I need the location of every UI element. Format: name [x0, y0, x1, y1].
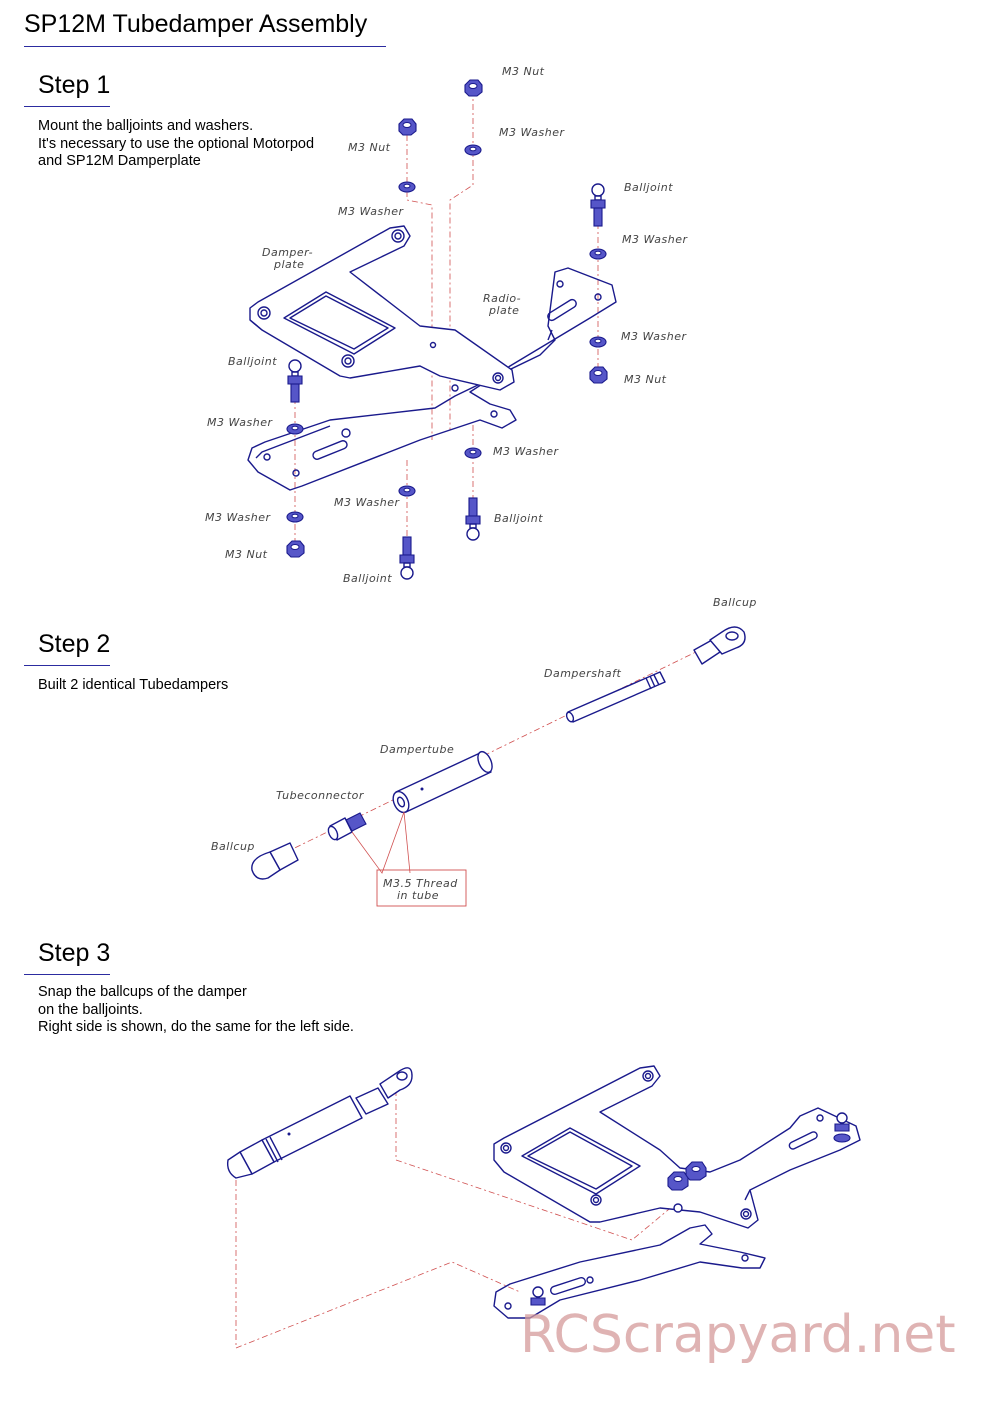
label-m3-washer-mid: M3 Washer	[334, 496, 400, 509]
step3-balljoint-right	[833, 1112, 851, 1143]
label-m3-washer-l1: M3 Washer	[207, 416, 273, 429]
label-balljoint-left: Balljoint	[228, 355, 277, 368]
label-dampertube: Dampertube	[380, 743, 454, 756]
label-m3-nut-top: M3 Nut	[502, 65, 545, 78]
label-m3-washer-l2: M3 Washer	[205, 511, 271, 524]
label-m3-nut-right: M3 Nut	[624, 373, 667, 386]
damper-plate[interactable]	[249, 225, 515, 391]
label-balljoint-right: Balljoint	[624, 181, 673, 194]
step1-diagram: M3 Nut M3 Washer M3 Nut M3 Washer Balljo…	[205, 65, 688, 585]
step3-diagram	[226, 1065, 861, 1349]
thread-callout-box	[376, 869, 467, 907]
label-m3-washer-top: M3 Washer	[499, 126, 565, 139]
label-radioplate-b: plate	[488, 304, 519, 317]
ballcup-top[interactable]	[693, 626, 746, 665]
step2-diagram: M3.5 Thread in tube Ballcup Dampershaft …	[211, 596, 757, 907]
label-m3-washer-left: M3 Washer	[338, 205, 404, 218]
m3-washer-c	[464, 447, 482, 459]
m3-washer-top	[464, 144, 482, 156]
m3-washer-l1	[286, 423, 304, 435]
balljoint-bottom	[399, 536, 415, 580]
m3-washer-l2	[286, 511, 304, 523]
dampertube[interactable]	[390, 750, 495, 815]
label-ballcup-bottom: Ballcup	[211, 840, 255, 853]
balljoint-left	[287, 359, 303, 403]
label-tubeconnector: Tubeconnector	[276, 789, 365, 802]
label-m3-nut-bottom: M3 Nut	[225, 548, 268, 561]
m3-washer-right1	[589, 248, 607, 260]
label-thread-a: M3.5 Thread	[383, 877, 458, 890]
balljoint-right	[590, 183, 606, 227]
label-m3-washer-c: M3 Washer	[493, 445, 559, 458]
step2-heading: Step 2	[38, 630, 111, 658]
label-balljoint-bottom: Balljoint	[343, 572, 392, 585]
m3-washer-left	[398, 181, 416, 193]
step2-underline	[24, 665, 110, 666]
step3-balljoint-lower	[530, 1286, 546, 1306]
step2-instructions: Built 2 identical Tubedampers	[38, 677, 229, 693]
step3-underline	[24, 974, 110, 975]
step3-radio-plate	[493, 1224, 766, 1319]
watermark: RCScrapyard.net	[520, 1305, 956, 1365]
label-m3-washer-right1: M3 Washer	[622, 233, 688, 246]
step1-instructions: Mount the balljoints and washers. It's n…	[38, 118, 315, 169]
step3-instructions: Snap the ballcups of the damper on the b…	[38, 984, 354, 1035]
step1-heading: Step 1	[38, 71, 111, 99]
m3-washer-right2	[589, 336, 607, 348]
ballcup-bottom[interactable]	[251, 842, 299, 880]
assembled-damper[interactable]	[226, 1067, 413, 1179]
balljoint-mid	[465, 497, 481, 541]
m3-nut-left	[398, 118, 417, 136]
dampershaft[interactable]	[565, 671, 666, 723]
tubeconnector[interactable]	[326, 812, 367, 841]
m3-nut-top	[464, 79, 483, 97]
step1-underline	[24, 106, 110, 107]
m3-washer-mid	[398, 485, 416, 497]
label-m3-washer-right2: M3 Washer	[621, 330, 687, 343]
step3-nut-stack	[667, 1161, 707, 1213]
label-balljoint-mid: Balljoint	[494, 512, 543, 525]
title-underline	[24, 46, 386, 47]
label-m3-nut-left: M3 Nut	[348, 141, 391, 154]
radio-plate	[247, 267, 617, 491]
label-ballcup-top: Ballcup	[713, 596, 757, 609]
step3-heading: Step 3	[38, 939, 111, 967]
label-thread-b: in tube	[397, 889, 439, 902]
label-dampershaft: Dampershaft	[544, 667, 622, 680]
page-title: SP12M Tubedamper Assembly	[24, 10, 368, 38]
label-radioplate-a: Radio-	[483, 292, 521, 305]
label-damperplate-a: Damper-	[262, 246, 313, 259]
m3-nut-bottom	[286, 540, 305, 558]
m3-nut-right	[589, 366, 608, 384]
label-damperplate-b: plate	[273, 258, 304, 271]
